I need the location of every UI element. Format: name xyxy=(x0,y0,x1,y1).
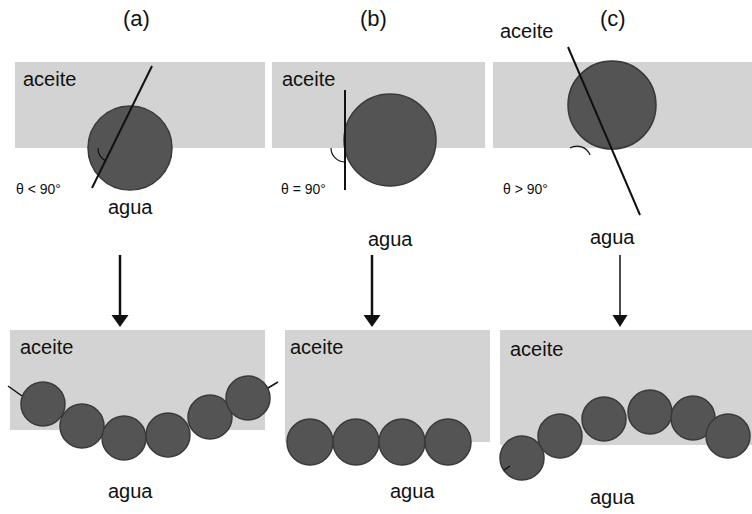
panel-letter: (a) xyxy=(123,6,150,32)
angle-label: θ > 90° xyxy=(503,181,548,197)
phase-label: agua xyxy=(108,196,153,219)
phase-label: agua xyxy=(590,226,635,249)
process-arrow xyxy=(364,255,381,327)
panel-letter: (b) xyxy=(360,6,387,32)
process-arrow xyxy=(112,255,129,327)
phase-label: agua xyxy=(108,480,153,503)
phase-label: agua xyxy=(390,480,435,503)
phase-label: agua xyxy=(368,228,413,251)
process-arrow xyxy=(613,255,628,327)
panel-letter: (c) xyxy=(600,6,626,32)
angle-label: θ < 90° xyxy=(16,181,61,197)
phase-label: aceite xyxy=(500,20,553,43)
phase-label: aceite xyxy=(23,68,76,91)
angle-label: θ = 90° xyxy=(281,181,326,197)
phase-label: agua xyxy=(590,486,635,509)
phase-label: aceite xyxy=(290,336,343,359)
phase-label: aceite xyxy=(510,338,563,361)
phase-label: aceite xyxy=(20,336,73,359)
phase-label: aceite xyxy=(282,68,335,91)
